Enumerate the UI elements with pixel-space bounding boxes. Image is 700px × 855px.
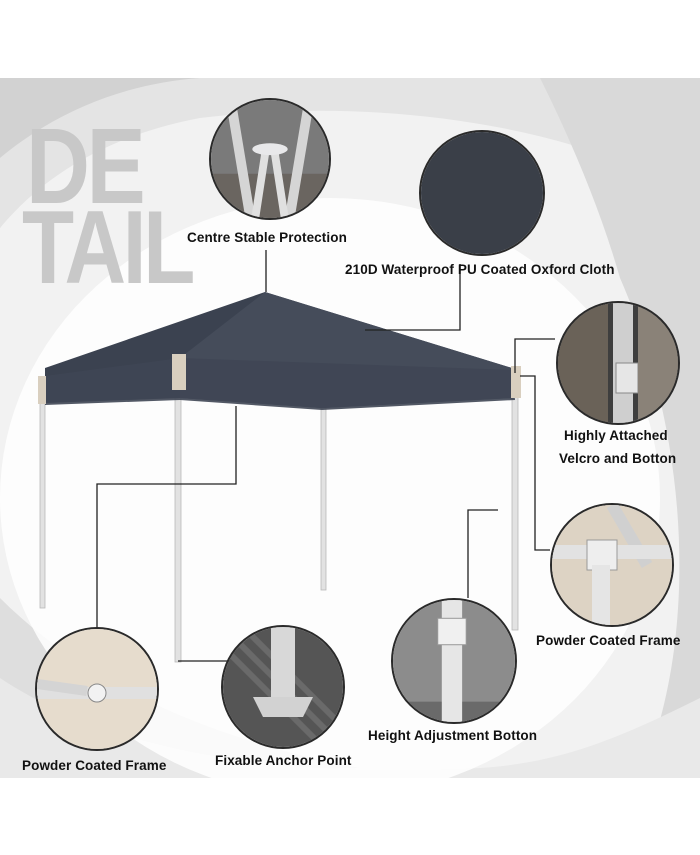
frame-left-circle: [35, 627, 159, 751]
frame-right-circle: [550, 503, 674, 627]
label-velcro-line2: Velcro and Botton: [559, 451, 677, 466]
canopy-tent-image: [38, 292, 521, 663]
anchor-point-circle: [221, 625, 345, 749]
detail-infographic: DE TAIL: [0, 78, 700, 778]
centre-stable-circle: [209, 98, 331, 220]
detail-heading-de: DE: [26, 105, 146, 226]
label-velcro-line1: Highly Attached: [564, 428, 668, 443]
velcro-circle: [556, 301, 680, 425]
label-oxford-cloth: 210D Waterproof PU Coated Oxford Cloth: [345, 262, 615, 277]
detail-heading-tail: TAIL: [22, 190, 195, 306]
height-adjustment-circle: [391, 598, 517, 724]
label-height-adjustment: Height Adjustment Botton: [368, 728, 538, 743]
label-powder-coated-frame-right: Powder Coated Frame: [536, 633, 681, 648]
label-fixable-anchor-point: Fixable Anchor Point: [215, 753, 352, 768]
label-powder-coated-frame-left: Powder Coated Frame: [22, 758, 167, 773]
oxford-cloth-circle: [419, 130, 545, 256]
label-centre-stable-protection: Centre Stable Protection: [187, 230, 347, 245]
